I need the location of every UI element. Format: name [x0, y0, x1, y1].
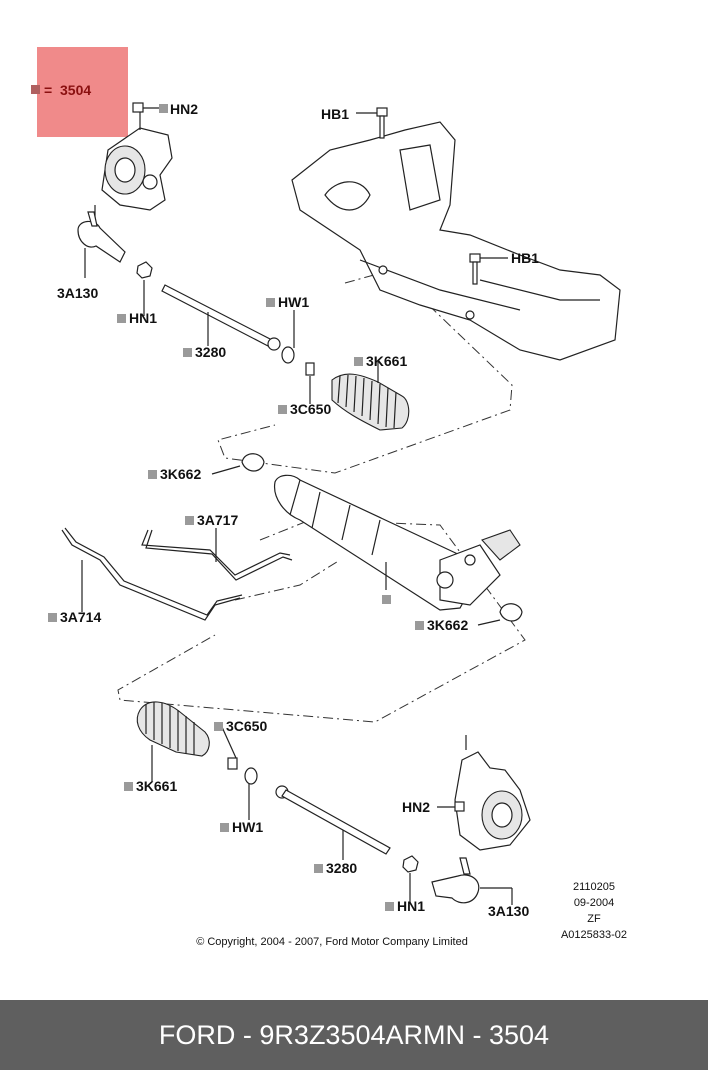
lower-inner-tie-rod: [275, 785, 391, 855]
lower-tie-rod-end: [431, 857, 480, 904]
k661-bottom-marker-icon: [124, 782, 133, 791]
hw1-top-ring: [281, 346, 295, 364]
copyright-notice: © Copyright, 2004 - 2007, Ford Motor Com…: [196, 936, 468, 948]
label-3a717: 3A717: [197, 512, 238, 528]
hw1-top-marker-icon: [266, 298, 275, 307]
highlight-equals: =: [44, 82, 52, 98]
meta-line-3: ZF: [587, 913, 601, 925]
c650-top-marker-icon: [278, 405, 287, 414]
label-3c650-top: 3C650: [290, 401, 331, 417]
hw1-bottom-marker-icon: [220, 823, 229, 832]
label-hw1-bottom: HW1: [232, 819, 263, 835]
c650-bottom-marker-icon: [214, 722, 223, 731]
hn2-bottom-nut-icon: [454, 801, 465, 812]
c650-bottom-clamp: [227, 757, 238, 770]
upper-knuckle: [94, 110, 173, 225]
k662-ring-right: [499, 603, 523, 622]
upper-inner-tie-rod: [161, 284, 281, 351]
highlight-marker-icon: [31, 85, 40, 94]
k662-ring-left: [241, 453, 265, 472]
label-3k662-b: 3K662: [427, 617, 468, 633]
label-3c650-bottom: 3C650: [226, 718, 267, 734]
hw1-bottom-ring: [244, 767, 258, 785]
p3280-bottom-marker-icon: [314, 864, 323, 873]
hn1-bottom-marker-icon: [385, 902, 394, 911]
meta-line-1: 2110205: [573, 881, 615, 893]
a717-marker-icon: [185, 516, 194, 525]
label-3k662-a: 3K662: [160, 466, 201, 482]
meta-line-4: A0125833-02: [561, 929, 627, 941]
label-3k661-bottom: 3K661: [136, 778, 177, 794]
housing-marker-icon: [382, 595, 391, 604]
label-3a130-bottom: 3A130: [488, 903, 529, 919]
a717-pressure-line: [141, 529, 293, 581]
meta-line-2: 09-2004: [574, 897, 614, 909]
footer-reference: N - 3504: [445, 1019, 550, 1050]
a714-marker-icon: [48, 613, 57, 622]
highlight-box: [37, 47, 128, 137]
lower-knuckle: [454, 735, 531, 851]
front-subframe: [291, 121, 621, 361]
line-outline: [234, 559, 341, 601]
label-3a130-top: 3A130: [57, 285, 98, 301]
k661-top-boot: [331, 373, 410, 431]
k661-bottom-boot: [136, 701, 210, 757]
k661-top-marker-icon: [354, 357, 363, 366]
p3280-top-marker-icon: [183, 348, 192, 357]
label-hn1-top: HN1: [129, 310, 157, 326]
hb1-top-bolt: [376, 107, 388, 139]
label-3k661-top: 3K661: [366, 353, 407, 369]
footer-bar: FORD - 9R3Z3504ARM N - 3504: [0, 1000, 708, 1070]
hn2-top-nut-icon: [132, 102, 144, 113]
hn1-top-nut: [136, 261, 153, 279]
c650-top-clamp: [305, 362, 315, 376]
upper-tie-rod-end: [77, 211, 126, 263]
k662-b-marker-icon: [415, 621, 424, 630]
label-hb1-a: HB1: [321, 106, 349, 122]
label-hn2-top: HN2: [170, 101, 198, 117]
footer-part-number: FORD - 9R3Z3504ARM: [158, 1019, 446, 1050]
k662-a-marker-icon: [148, 470, 157, 479]
label-hn1-bottom: HN1: [397, 898, 425, 914]
highlight-part-number: 3504: [60, 82, 91, 98]
label-hn2-bottom: HN2: [402, 799, 430, 815]
label-hw1-top: HW1: [278, 294, 309, 310]
label-3280-bottom: 3280: [326, 860, 357, 876]
a714-return-line: [61, 527, 243, 621]
steering-gear-housing: [273, 474, 521, 611]
label-3280-top: 3280: [195, 344, 226, 360]
label-3a714: 3A714: [60, 609, 101, 625]
hn1-bottom-nut: [402, 855, 419, 873]
hn1-top-marker-icon: [117, 314, 126, 323]
steering-gear-exploded-diagram: = 3504: [31, 47, 627, 948]
hn2-top-marker-icon: [159, 104, 168, 113]
label-hb1-b: HB1: [511, 250, 539, 266]
